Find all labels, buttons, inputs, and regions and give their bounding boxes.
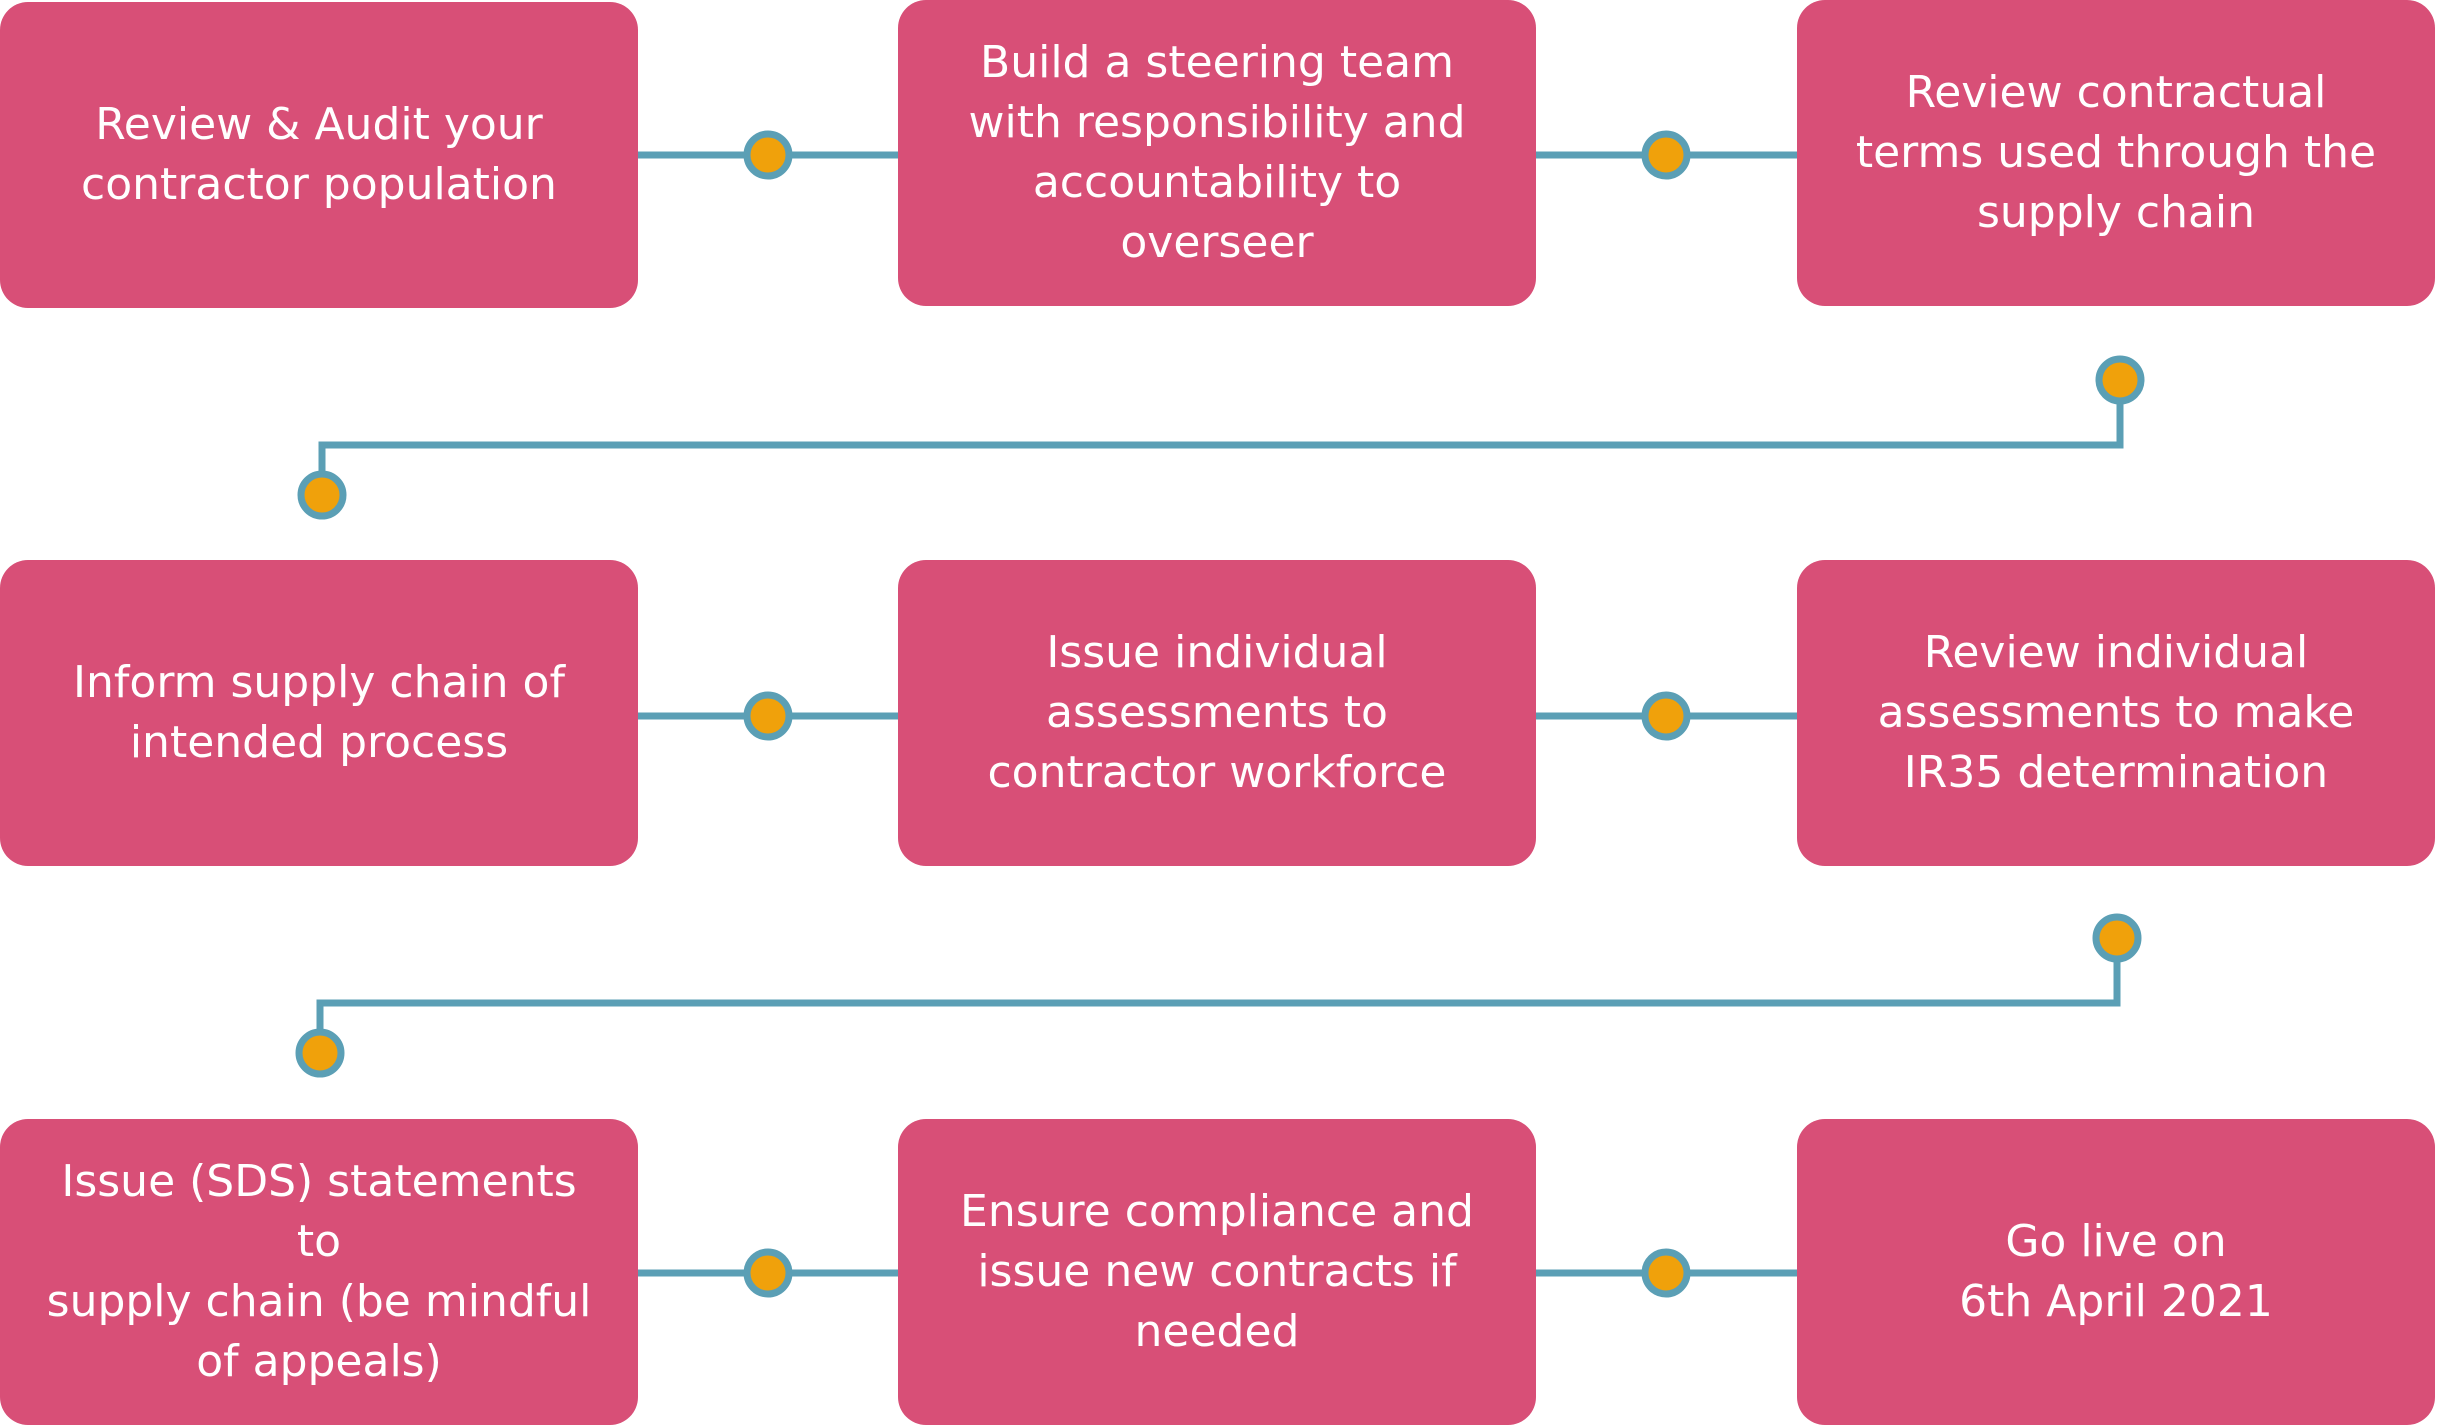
connector-dot <box>297 470 347 520</box>
step-6-label: Review individual assessments to make IR… <box>1877 627 2355 798</box>
step-4-card: Inform supply chain of intended process <box>0 560 638 866</box>
step-7-label: Issue (SDS) statements to supply chain (… <box>46 1156 592 1387</box>
step-5-label: Issue individual assessments to contract… <box>987 627 1447 798</box>
connector-dot <box>1641 130 1691 180</box>
connector-dot <box>295 1028 345 1078</box>
connector-dot <box>743 130 793 180</box>
step-3-label: Review contractual terms used through th… <box>1855 67 2377 238</box>
step-2-card: Build a steering team with responsibilit… <box>898 0 1536 306</box>
wrap-connector-3-4 <box>318 380 2124 495</box>
step-8-card: Ensure compliance and issue new contract… <box>898 1119 1536 1425</box>
connector-dot <box>743 1248 793 1298</box>
connector-dot <box>743 691 793 741</box>
step-9-card: Go live on 6th April 2021 <box>1797 1119 2435 1425</box>
connector-dot <box>1641 691 1691 741</box>
wrap-connector-6-7 <box>316 938 2121 1053</box>
step-5-card: Issue individual assessments to contract… <box>898 560 1536 866</box>
step-6-card: Review individual assessments to make IR… <box>1797 560 2435 866</box>
connector-dot <box>2092 913 2142 963</box>
connector-dot <box>1641 1248 1691 1298</box>
step-9-label: Go live on 6th April 2021 <box>1959 1216 2273 1327</box>
connector-dot <box>2095 355 2145 405</box>
step-2-label: Build a steering team with responsibilit… <box>968 37 1466 268</box>
step-4-label: Inform supply chain of intended process <box>73 657 565 768</box>
step-7-card: Issue (SDS) statements to supply chain (… <box>0 1119 638 1425</box>
step-3-card: Review contractual terms used through th… <box>1797 0 2435 306</box>
step-8-label: Ensure compliance and issue new contract… <box>960 1186 1474 1357</box>
step-1-card: Review & Audit your contractor populatio… <box>0 2 638 308</box>
step-1-label: Review & Audit your contractor populatio… <box>81 99 557 210</box>
